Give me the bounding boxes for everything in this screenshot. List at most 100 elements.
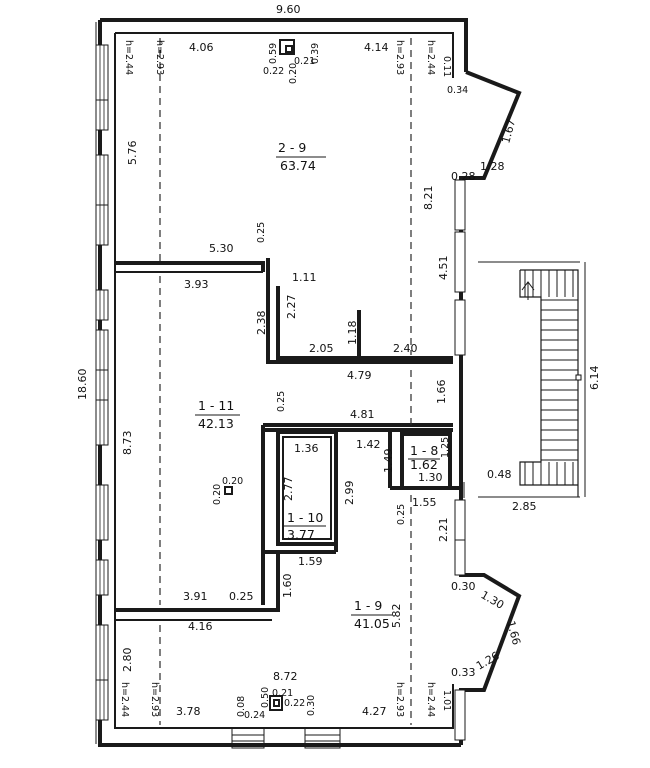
- overall-width: 9.60: [276, 3, 301, 16]
- dim-corridor-w2: 4.81: [350, 408, 375, 421]
- ceiling-h3: h=2.93: [394, 40, 405, 75]
- dim-entry: 0.48: [487, 468, 512, 481]
- dim-hall-h: 2.99: [343, 481, 356, 506]
- dimension-lines: [95, 22, 586, 744]
- dim-r10-w: 1.36: [294, 442, 319, 455]
- window-left-4: [95, 289, 109, 321]
- dim-bay-top-d: 0.28: [451, 170, 476, 183]
- dim-bot-c: 0.50: [260, 687, 271, 708]
- dim-chimney-d: 0.21: [294, 56, 315, 67]
- dim-bottom-w: 8.72: [273, 670, 298, 683]
- dim-top-ne: 0.11: [441, 56, 452, 77]
- dim-bay-top-b: 1.67: [499, 118, 518, 145]
- dim-stair-w: 2.85: [512, 500, 537, 513]
- window-right-5: [454, 689, 466, 741]
- ceiling-h8: h=2.44: [425, 682, 436, 717]
- window-left-10: [95, 624, 109, 681]
- dim-upper-depth: 8.21: [422, 186, 435, 211]
- dim-bot-f: 0.30: [306, 695, 317, 716]
- window-left-9: [95, 559, 109, 596]
- room-1-11-area: 42.13: [198, 416, 234, 431]
- dim-pillar-a: 0.20: [222, 476, 243, 487]
- dimension-labels: 9.60 18.60 6.14 h=2.44 h=2.93 h=2.93 h=2…: [76, 3, 601, 721]
- window-left-3: [95, 204, 109, 246]
- window-right-3: [454, 499, 466, 541]
- room-2-9-area: 63.74: [280, 158, 316, 173]
- dim-top-left: 4.06: [189, 41, 214, 54]
- staircase: [478, 261, 582, 498]
- dim-chimney-a: 0.59: [268, 43, 279, 64]
- window-right-2: [454, 299, 466, 356]
- dim-wc-w: 1.30: [418, 471, 443, 484]
- stair-height: 6.14: [588, 366, 601, 391]
- dim-r11-top: 3.93: [184, 278, 209, 291]
- dim-bottom-b: 2.40: [393, 342, 418, 355]
- room-labels: 2 - 9 63.74 1 - 11 42.13 1 - 9 41.05 1 -…: [195, 140, 440, 631]
- windows: [95, 44, 466, 741]
- dim-notch-h: 2.27: [285, 295, 298, 320]
- dim-r11-bot2: 0.25: [229, 590, 254, 603]
- window-left-1: [95, 99, 109, 131]
- overall-height: 18.60: [76, 369, 89, 401]
- ceiling-h7: h=2.93: [394, 682, 405, 717]
- dim-hall-w: 1.42: [356, 438, 381, 451]
- dim-bot-left: 3.78: [176, 705, 201, 718]
- room-1-11-id: 1 - 11: [198, 398, 234, 413]
- dim-bay-low-c: 1.66: [504, 619, 523, 646]
- dim-bay-top-c: 1.28: [480, 160, 505, 173]
- dim-chimney-b: 0.39: [310, 43, 321, 64]
- dim-corridor-w: 4.79: [347, 369, 372, 382]
- room-1-9-area: 41.05: [354, 616, 390, 631]
- ceiling-h1: h=2.44: [123, 40, 134, 75]
- dim-corridor-h: 1.66: [435, 380, 448, 405]
- dim-r10-bot: 1.59: [298, 555, 323, 568]
- room-1-8-area: 1.62: [410, 457, 438, 472]
- dim-left-mid: 8.73: [121, 431, 134, 456]
- dim-partition: 1.18: [346, 321, 359, 346]
- room-1-10-id: 1 - 10: [287, 510, 323, 525]
- outer-walls: [98, 18, 522, 747]
- room-1-9-id: 1 - 9: [354, 598, 382, 613]
- dim-wall-left: 5.30: [209, 242, 234, 255]
- ceiling-lines: [159, 38, 412, 725]
- dim-bay-low-e: 0.33: [451, 666, 476, 679]
- dim-side-right: 4.51: [437, 256, 450, 281]
- chimneys: [224, 39, 295, 711]
- dim-side-low: 2.21: [437, 518, 450, 543]
- window-left-2: [95, 154, 109, 206]
- window-left-7: [95, 399, 109, 446]
- dim-bottom-a: 2.05: [309, 342, 334, 355]
- dim-bot-a: 0.08: [236, 696, 247, 717]
- dim-r9-depth: 5.82: [390, 604, 403, 629]
- ceiling-h6: h=2.44: [119, 682, 130, 717]
- dim-bot-right: 4.27: [362, 705, 387, 718]
- dim-step-low: 1.60: [281, 574, 294, 599]
- dim-chimney-c: 0.22: [263, 66, 284, 77]
- window-left-11: [95, 679, 109, 721]
- dim-bot-d: 0.21: [272, 688, 293, 699]
- dim-r11-bot: 3.91: [183, 590, 208, 603]
- ceiling-h4: h=2.44: [425, 40, 436, 75]
- dim-top-right: 4.14: [364, 41, 389, 54]
- dim-bay-top-a: 0.34: [447, 85, 468, 96]
- room-1-8-id: 1 - 8: [410, 443, 438, 458]
- window-left-6: [95, 369, 109, 401]
- interior-walls: [115, 258, 461, 621]
- dim-bay-low-b: 1.30: [479, 588, 507, 612]
- window-left-8: [95, 484, 109, 541]
- window-left-0: [95, 44, 109, 101]
- dim-bay-low-a: 0.30: [451, 580, 476, 593]
- dim-chimney-e: 0.20: [288, 63, 299, 84]
- ceiling-h2: h=2.93: [154, 40, 165, 75]
- window-right-4: [454, 539, 466, 576]
- window-left-5: [95, 329, 109, 371]
- dim-pillar-b: 0.20: [212, 484, 223, 505]
- dim-bot-e: 0.22: [284, 698, 305, 709]
- dim-wall-t2: 0.25: [396, 504, 407, 525]
- dim-left-low: 2.80: [121, 648, 134, 673]
- dim-wc-h2: 1.25: [440, 437, 451, 458]
- room-1-10-area: 3.77: [287, 527, 315, 542]
- dim-bot-ne: 1.01: [441, 690, 452, 711]
- dim-wc-w2: 1.55: [412, 496, 437, 509]
